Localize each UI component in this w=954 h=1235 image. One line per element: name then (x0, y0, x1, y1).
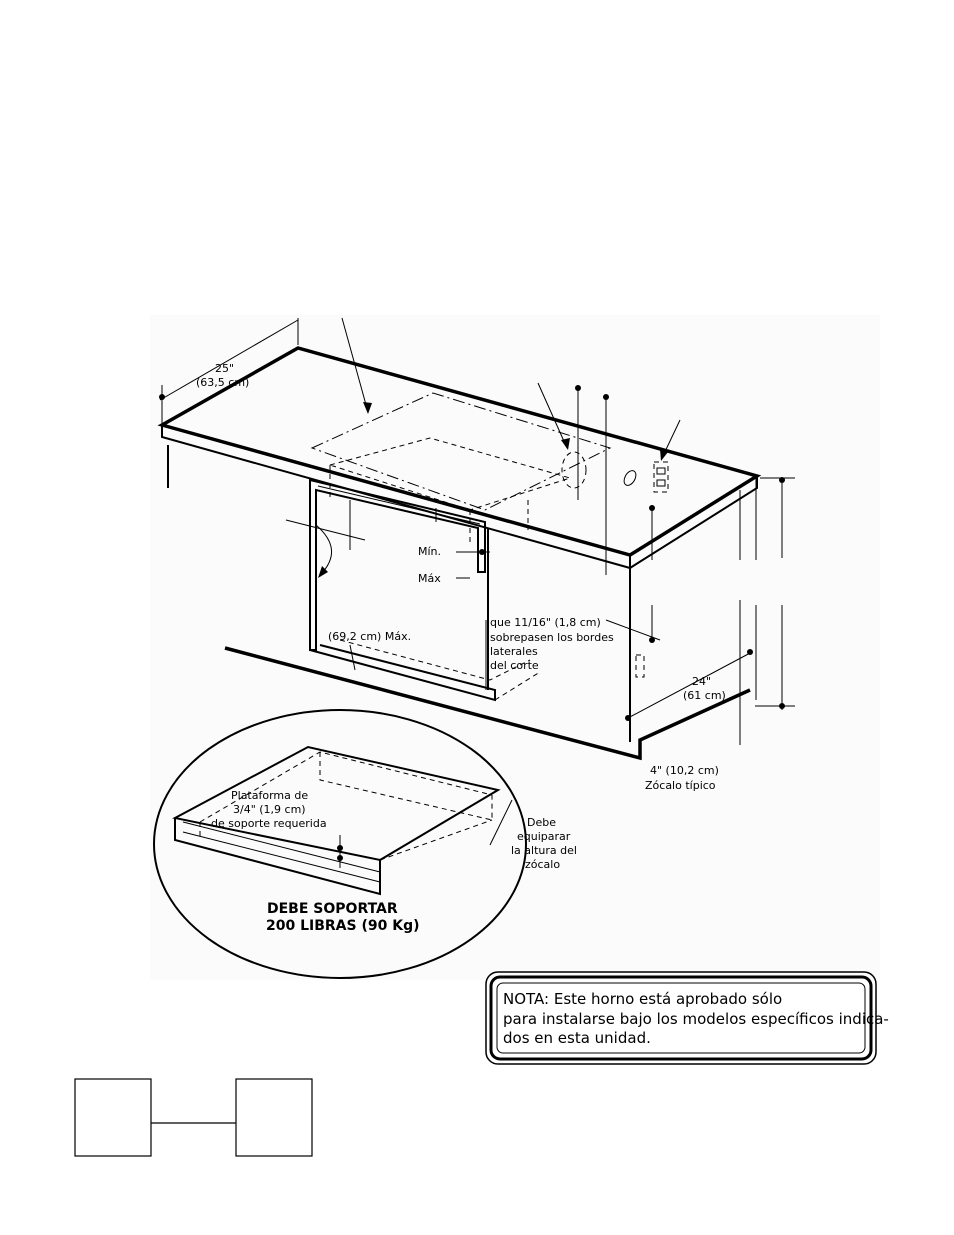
dimension-line (349, 644, 356, 671)
platform-line2: 3/4" (1,9 cm) (233, 803, 306, 816)
match-line2: equiparar (517, 830, 571, 843)
overhang-line2: sobrepasen los bordes (490, 631, 614, 644)
overhang-line1: que 11/16" (1,8 cm) (490, 616, 601, 629)
dimension-line (627, 651, 753, 719)
max-label: Máx (418, 572, 441, 585)
depth-cabinet-line1: 24" (692, 675, 711, 688)
cooktop-outline (310, 392, 612, 511)
cabinet (167, 445, 751, 761)
note-line1: NOTA: Este horno está aprobado sólo (503, 990, 782, 1008)
match-line3: la altura del (511, 844, 577, 857)
dimension-dot (747, 649, 753, 655)
depth-cabinet-line2: (61 cm) (683, 689, 726, 702)
support-line1: DEBE SOPORTAR (267, 901, 398, 917)
match-line4: zócalo (525, 858, 560, 871)
dimension-dot (479, 549, 485, 555)
platform-inset (153, 709, 527, 979)
dimension-dot (575, 385, 581, 391)
dimension-dot (779, 703, 785, 709)
note-line3: dos en esta unidad. (503, 1029, 651, 1047)
dimension-line (285, 519, 366, 541)
min-label: Mín. (418, 545, 441, 558)
support-line2: 200 LIBRAS (90 Kg) (266, 918, 420, 934)
overhang-line3: laterales (490, 645, 538, 658)
dimension-dot (649, 505, 655, 511)
receptacle-icon (623, 461, 669, 493)
platform-line1: Plataforma de (231, 789, 308, 802)
note-box (485, 971, 877, 1065)
depth-top-line1: 25" (215, 362, 234, 375)
oven-opening (309, 478, 541, 702)
width-max-label: (69,2 cm) Máx. (328, 630, 411, 643)
leader-line-cutout (341, 317, 369, 413)
overhang-line4: del corte (490, 659, 539, 672)
leader-line-outlet (537, 382, 568, 449)
dimension-dot (603, 394, 609, 400)
figure-background (150, 315, 880, 980)
dimension-line (605, 619, 661, 641)
outlet-hole (561, 451, 587, 489)
depth-top-line2: (63,5 cm) (196, 376, 249, 389)
note-line2: para instalarse bajo los modelos específ… (503, 1010, 889, 1028)
arrow-head (363, 402, 372, 414)
match-line1: Debe (527, 816, 556, 829)
receptacle-icon (635, 654, 645, 678)
arrow-head (660, 449, 668, 461)
dimension-dot (779, 477, 785, 483)
dimension-dot (625, 715, 631, 721)
arrow-head (318, 566, 328, 578)
toe-kick-line2: Zócalo típico (645, 779, 716, 792)
connected-boxes (74, 1078, 313, 1157)
platform-line3: de soporte requerida (211, 817, 327, 830)
dimension-line (159, 319, 299, 401)
toe-kick-line1: 4" (10,2 cm) (650, 764, 719, 777)
arrow-head (561, 438, 570, 450)
